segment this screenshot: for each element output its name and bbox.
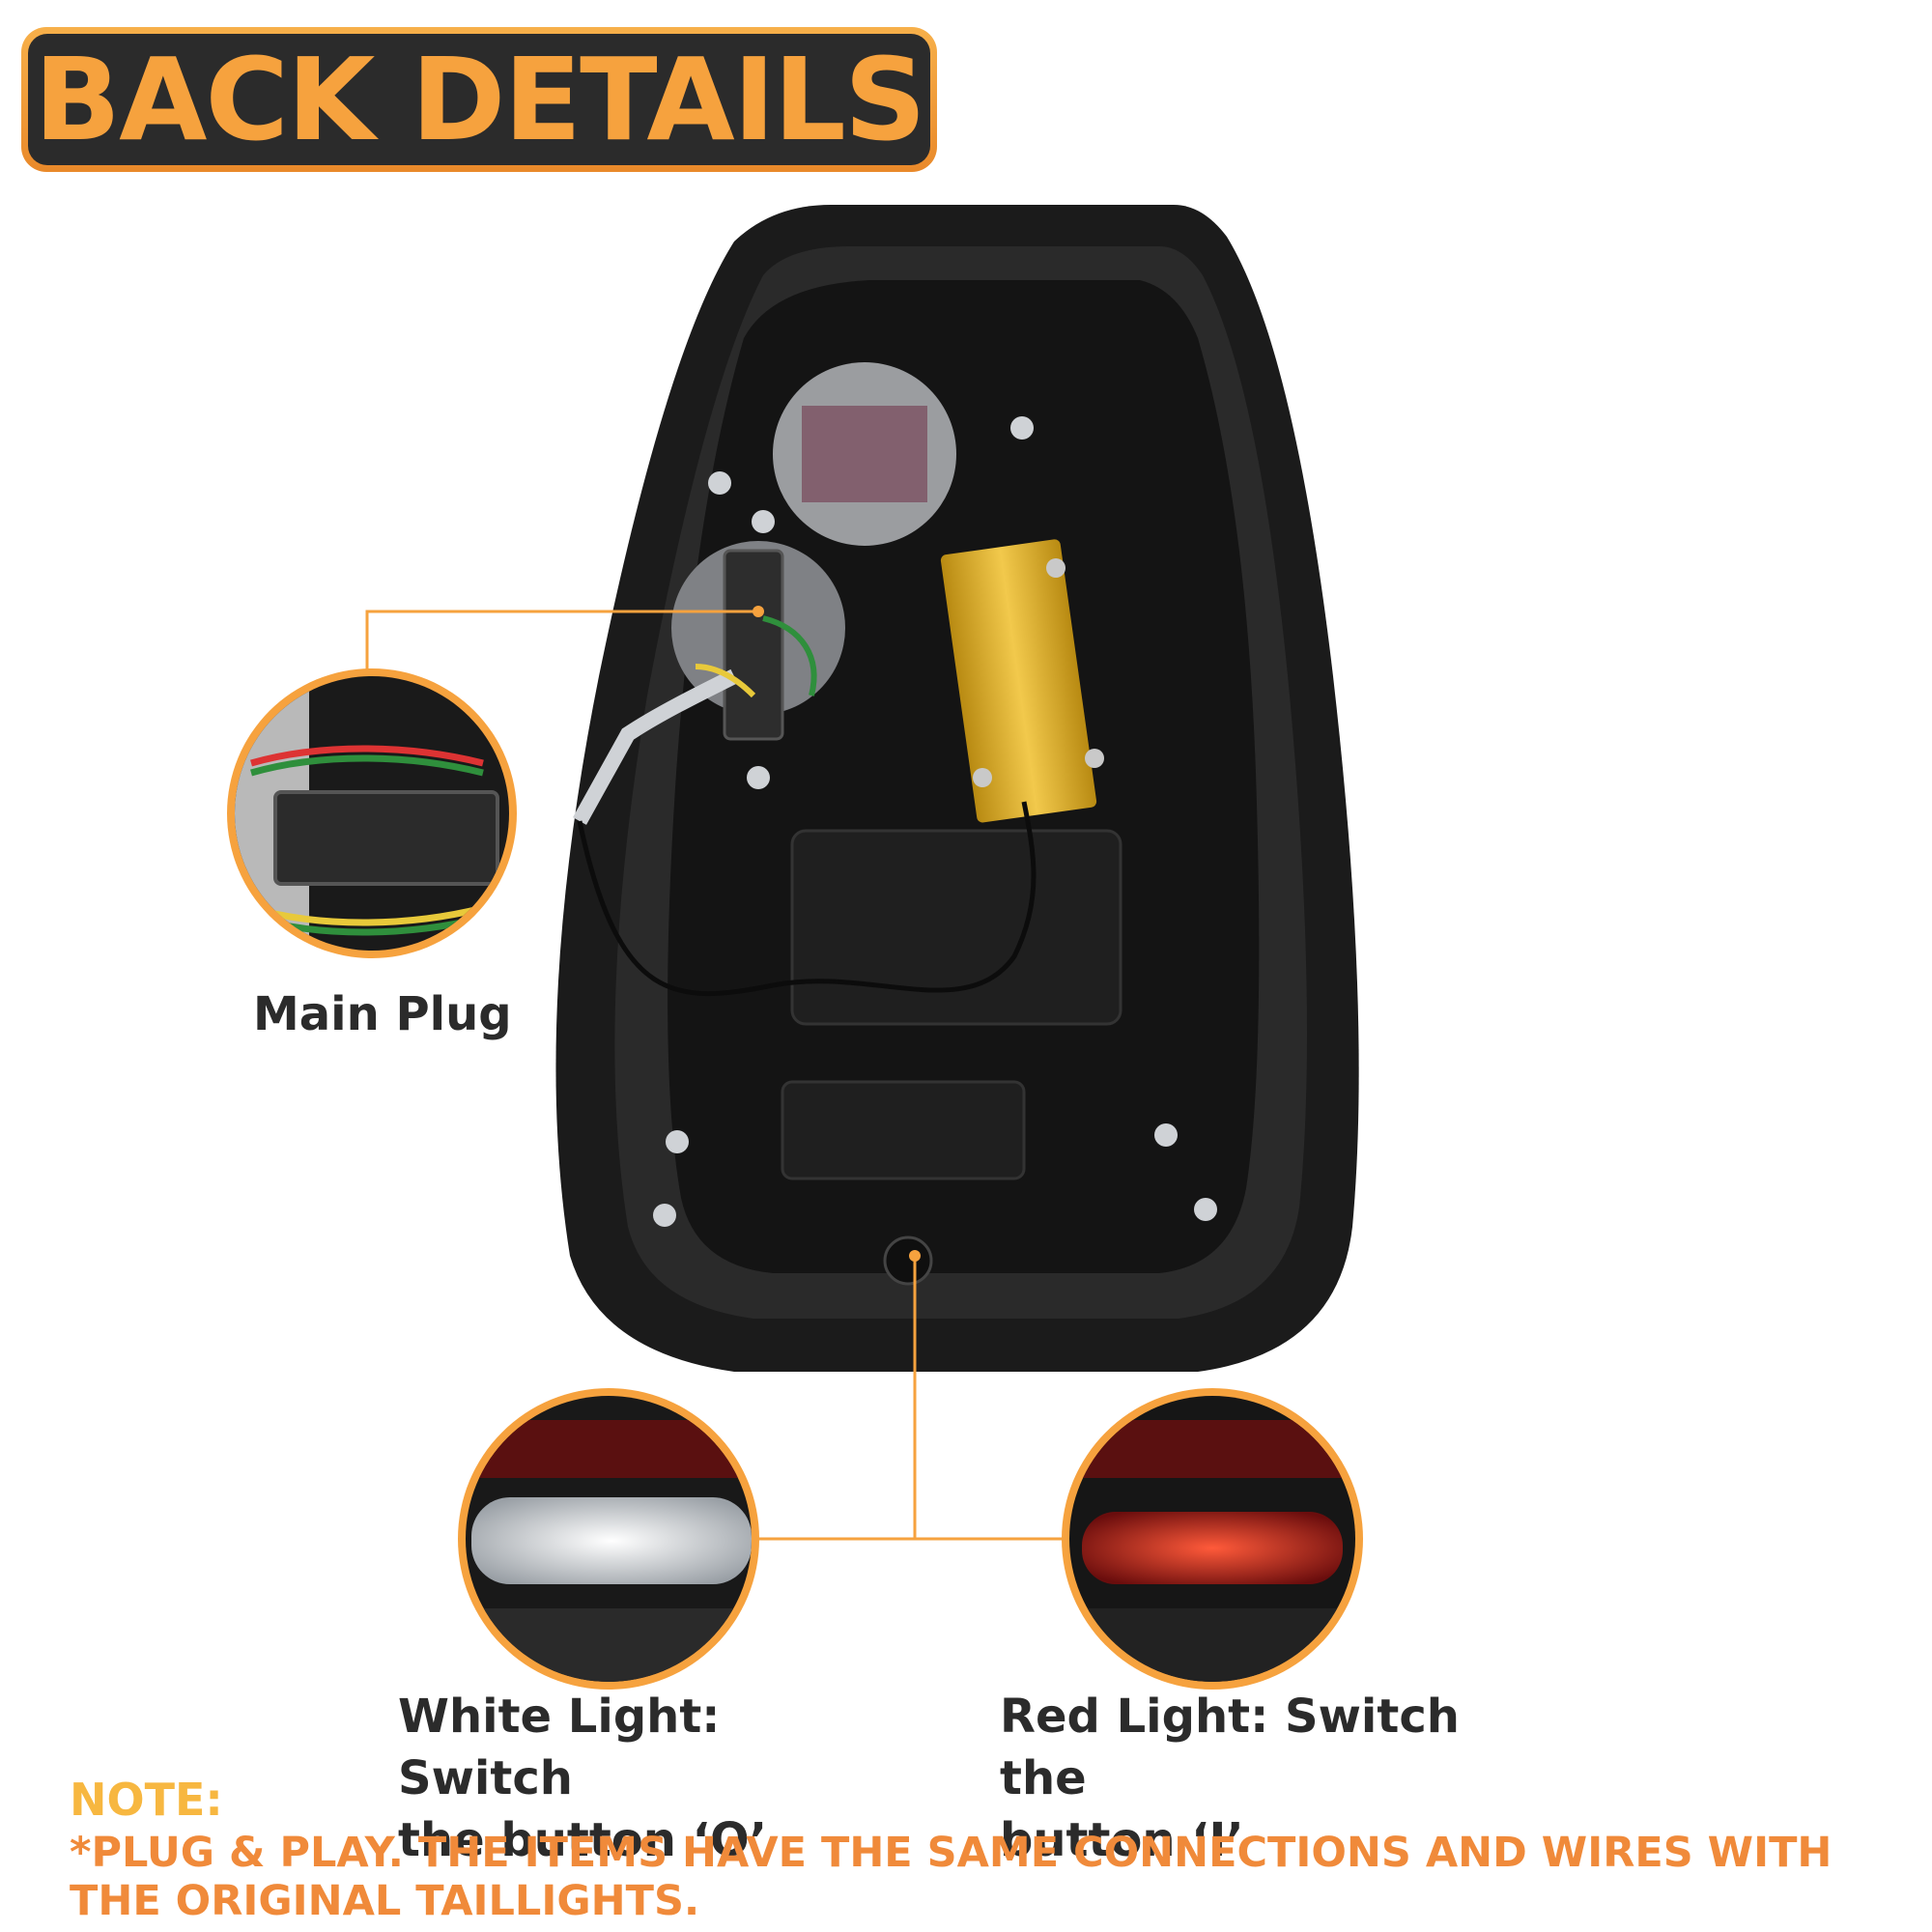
main-plug-connector — [573, 549, 817, 825]
note-title: NOTE: — [70, 1774, 223, 1826]
title-banner-inner: BACK DETAILS — [28, 34, 930, 165]
taillight-housing — [555, 205, 1359, 1372]
zoom-circle-main-plug — [227, 668, 517, 958]
title-banner: BACK DETAILS — [21, 27, 937, 172]
zoom-circle-white-light — [458, 1388, 759, 1690]
white-light-label-line1: White Light: Switch — [398, 1690, 721, 1805]
callout-leaders — [365, 606, 1070, 1541]
white-light-label-line2: the button ‘O’ — [398, 1813, 767, 1867]
red-light-label-line1: Red Light: Switch the — [1000, 1690, 1460, 1805]
white-light-label: White Light: Switch the button ‘O’ — [398, 1686, 900, 1871]
zoom-circle-red-light — [1062, 1388, 1363, 1690]
note-body: *PLUG & PLAY. THE ITEMS HAVE THE SAME CO… — [70, 1829, 1833, 1925]
red-light-label-line2: button ‘I’ — [1000, 1813, 1244, 1867]
red-light-label: Red Light: Switch the button ‘I’ — [1000, 1686, 1502, 1871]
main-plug-label: Main Plug — [253, 987, 512, 1041]
load-resistor — [577, 539, 1104, 997]
page-title: BACK DETAILS — [34, 33, 926, 166]
